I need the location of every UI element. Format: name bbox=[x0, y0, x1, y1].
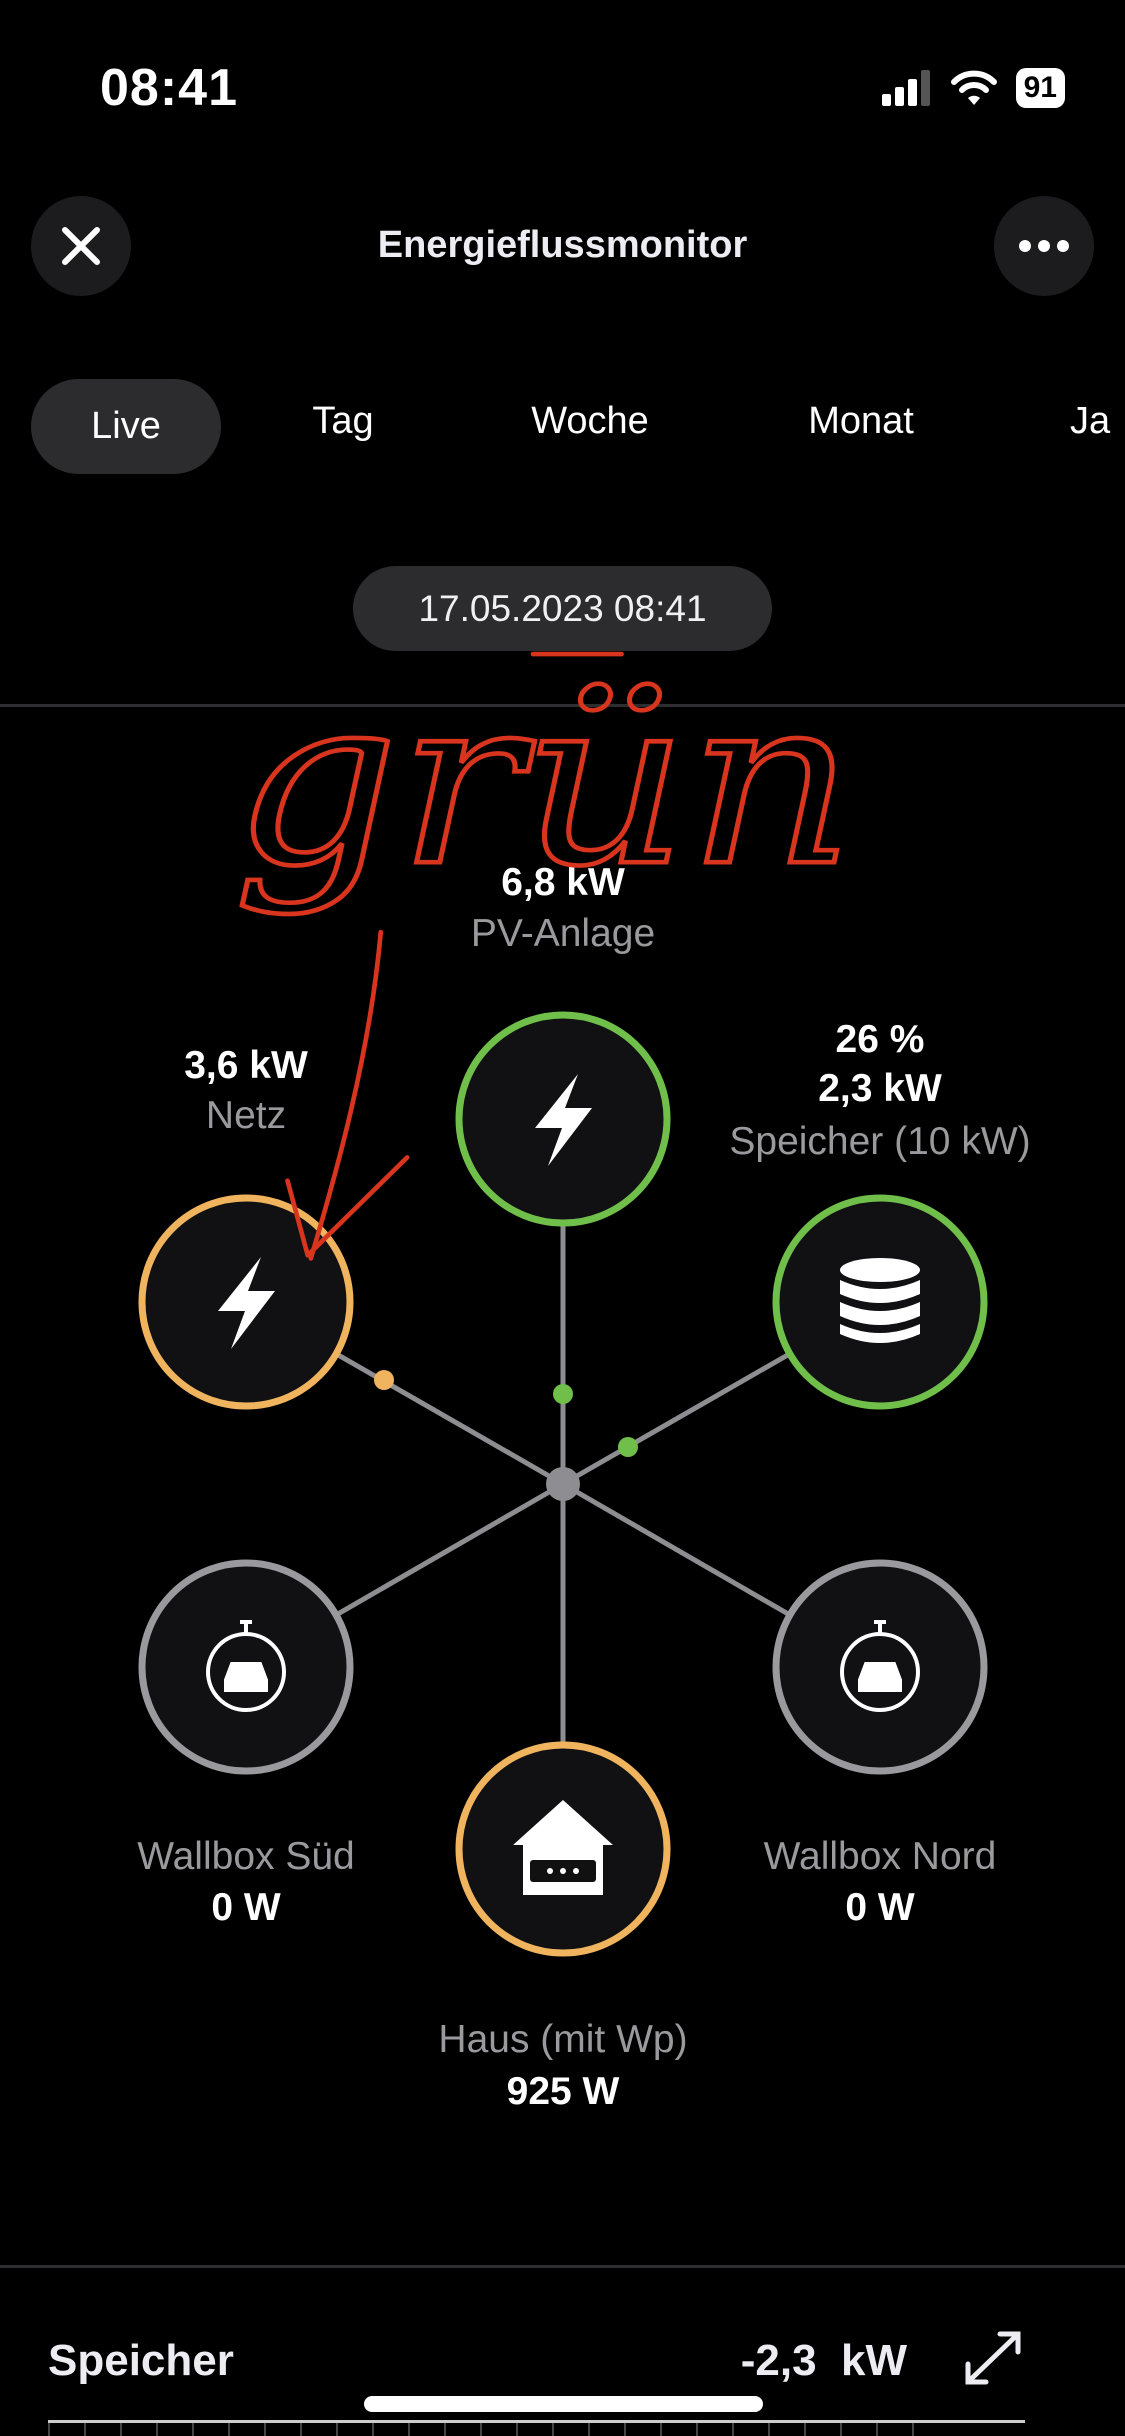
expand-button[interactable] bbox=[960, 2328, 1026, 2390]
flow-dot-pv bbox=[553, 1384, 573, 1404]
car-charger-icon bbox=[206, 1620, 286, 1712]
more-icon bbox=[1019, 240, 1069, 252]
pv-label: PV-Anlage bbox=[470, 912, 656, 955]
house-icon bbox=[513, 1800, 613, 1895]
home-indicator[interactable] bbox=[364, 2396, 763, 2412]
speicher-value: 2,3 kW bbox=[818, 1067, 942, 1110]
lightning-icon bbox=[535, 1074, 592, 1166]
status-icons: 91 bbox=[881, 68, 1065, 108]
bottom-divider bbox=[0, 2265, 1125, 2268]
hub-dot bbox=[546, 1467, 580, 1501]
netz-label: Netz bbox=[205, 1094, 287, 1137]
wallbox-nord-value: 0 W bbox=[845, 1886, 915, 1929]
signal-icon bbox=[881, 70, 930, 106]
lightning-icon bbox=[218, 1257, 275, 1349]
database-icon bbox=[840, 1258, 920, 1343]
divider bbox=[0, 704, 1125, 707]
battery-indicator: 91 bbox=[1015, 68, 1065, 108]
annotation-arrow bbox=[285, 929, 410, 1261]
status-time: 08:41 bbox=[100, 59, 238, 117]
close-button[interactable] bbox=[31, 196, 131, 296]
expand-icon bbox=[965, 2331, 1021, 2385]
tab-live[interactable]: Live bbox=[31, 379, 221, 474]
haus-value: 925 W bbox=[506, 2070, 620, 2113]
car-charger-icon bbox=[840, 1620, 920, 1712]
wallbox-nord-label: Wallbox Nord bbox=[763, 1835, 997, 1878]
netz-value: 3,6 kW bbox=[184, 1044, 308, 1087]
flow-dot-netz bbox=[374, 1370, 394, 1390]
flow-dot-speicher bbox=[618, 1437, 638, 1457]
more-button[interactable] bbox=[994, 196, 1094, 296]
haus-label: Haus (mit Wp) bbox=[438, 2018, 688, 2061]
tab-jahr[interactable]: Ja bbox=[1070, 400, 1111, 442]
chart-grid bbox=[48, 2423, 948, 2436]
chart-top-line bbox=[48, 2420, 1025, 2423]
date-picker[interactable]: 17.05.2023 08:41 bbox=[353, 566, 772, 651]
bottom-section-value: -2,3 kW bbox=[740, 2336, 907, 2385]
speicher-label: Speicher (10 kW) bbox=[729, 1120, 1031, 1163]
tab-tag[interactable]: Tag bbox=[312, 400, 374, 442]
tab-monat[interactable]: Monat bbox=[808, 400, 914, 442]
annotation-text-grun: grün bbox=[233, 646, 854, 917]
pv-value: 6,8 kW bbox=[501, 861, 625, 904]
wallbox-sued-label: Wallbox Süd bbox=[137, 1835, 355, 1878]
speicher-percent: 26 % bbox=[835, 1018, 925, 1061]
wifi-icon bbox=[950, 70, 997, 105]
close-icon bbox=[62, 227, 100, 265]
tab-woche[interactable]: Woche bbox=[531, 400, 649, 442]
page-title: Energieflussmonitor bbox=[377, 224, 748, 266]
bottom-section-title: Speicher bbox=[48, 2336, 234, 2385]
wallbox-sued-value: 0 W bbox=[211, 1886, 281, 1929]
